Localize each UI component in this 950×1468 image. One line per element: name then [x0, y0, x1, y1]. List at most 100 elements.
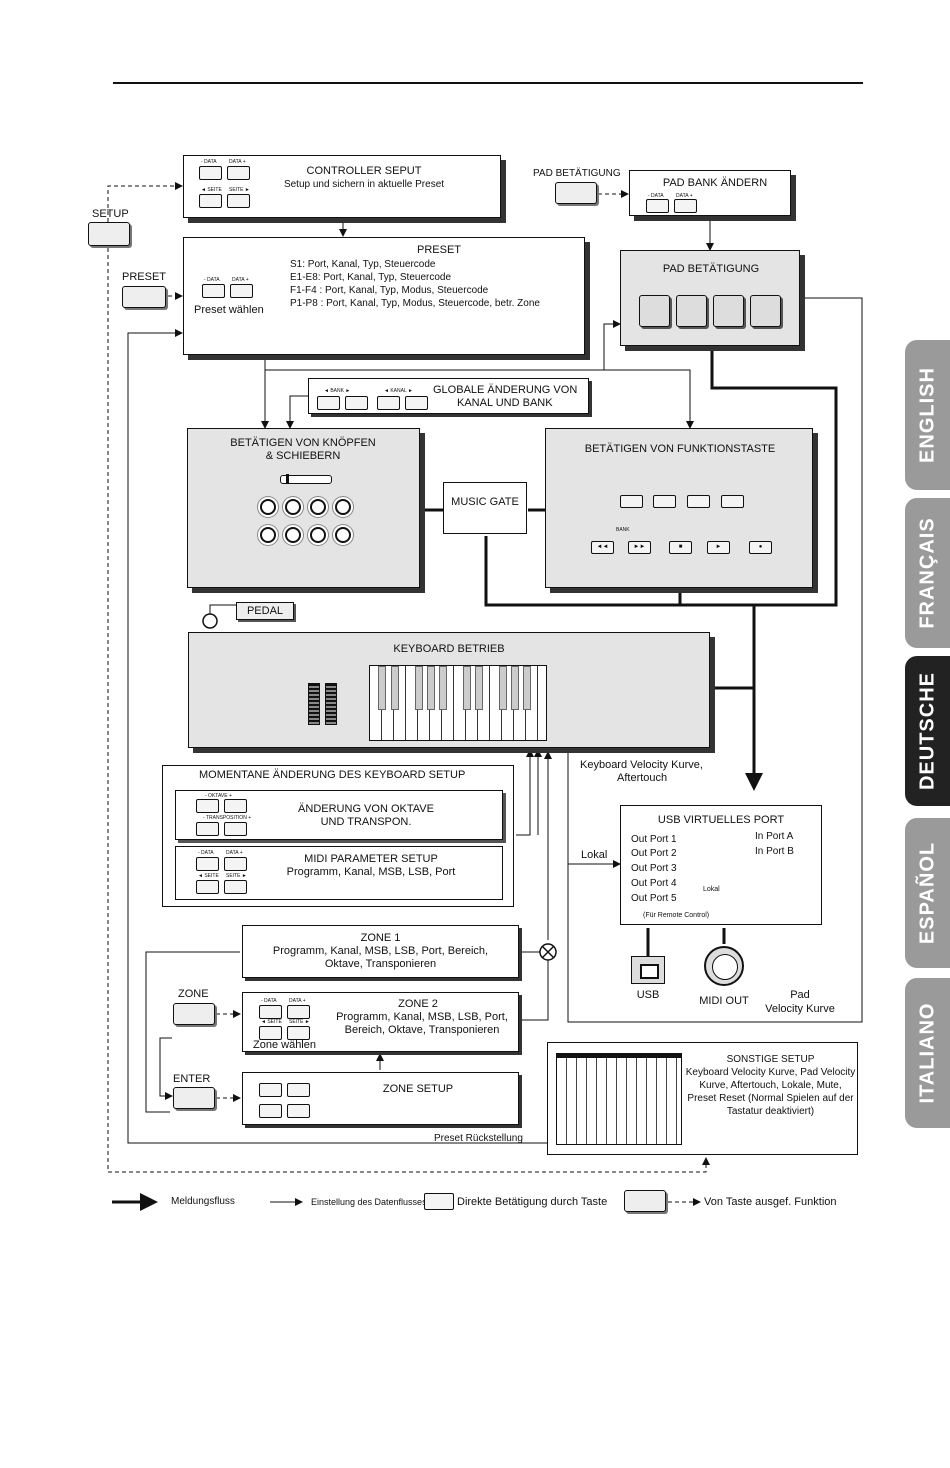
zone-button[interactable]	[173, 1003, 215, 1025]
midi-seite-left[interactable]: ◄ SEITE	[196, 873, 219, 894]
setup-label: SETUP	[92, 208, 129, 220]
preset-button[interactable]	[122, 286, 166, 308]
key-label: ◄ SEITE	[201, 187, 222, 193]
knob-7[interactable]	[310, 527, 326, 543]
keyboard-box: KEYBOARD BETRIEB	[188, 632, 710, 748]
function-key-1[interactable]	[620, 495, 643, 508]
seite-right-key[interactable]: SEITE ►	[227, 187, 250, 208]
key-label: DATA +	[676, 193, 693, 199]
pad-4[interactable]	[750, 295, 781, 327]
zone2-data-plus[interactable]: DATA +	[287, 998, 310, 1019]
bank-left-key[interactable]: ◄ BANK ►	[317, 388, 350, 410]
pad-box-title: PAD BETÄTIGUNG	[662, 263, 760, 275]
zone-label: ZONE	[178, 988, 209, 1000]
function-key-3[interactable]	[687, 495, 710, 508]
knob-8[interactable]	[335, 527, 351, 543]
controller-title: CONTROLLER SEPUT	[306, 165, 422, 177]
zone2-select-label: Zone wählen	[253, 1039, 316, 1051]
pad-velocity-line-1: Pad	[790, 989, 810, 1001]
kanal-right-key[interactable]	[405, 396, 428, 410]
forward-key[interactable]: ►►	[628, 541, 651, 554]
piano-keys[interactable]	[369, 665, 547, 741]
knob-4[interactable]	[335, 499, 351, 515]
knob-1[interactable]	[260, 499, 276, 515]
preset-data-plus[interactable]: DATA +	[230, 277, 253, 298]
data-minus-key[interactable]: - DATA	[199, 159, 222, 180]
key-label: - DATA	[204, 277, 220, 283]
pedal-box: PEDAL	[236, 602, 294, 620]
tab-deutsche[interactable]: DEUTSCHE	[905, 656, 950, 806]
zone-setup-key-4[interactable]	[287, 1104, 310, 1118]
pad-1[interactable]	[639, 295, 670, 327]
zone2-seite-right[interactable]: SEITE ►	[287, 1019, 310, 1040]
preset-line-3: F1-F4 : Port, Kanal, Typ, Modus, Steuerc…	[290, 285, 489, 296]
tab-espanol[interactable]: ESPAÑOL	[905, 818, 950, 968]
stop-key[interactable]: ■	[669, 541, 692, 554]
zone-setup-key-2[interactable]	[287, 1083, 310, 1097]
momentane-box: MOMENTANE ÄNDERUNG DES KEYBOARD SETUP - …	[162, 765, 514, 907]
knob-6[interactable]	[285, 527, 301, 543]
transpose-plus[interactable]	[224, 822, 247, 836]
bank-right-key[interactable]	[345, 396, 368, 410]
oktave-plus[interactable]	[224, 799, 247, 813]
key-label: - OKTAVE +	[205, 793, 232, 799]
out-port-4: Out Port 4	[631, 878, 677, 889]
knobs-box: BETÄTIGEN VON KNÖPFEN & SCHIEBERN	[187, 428, 420, 588]
legend-func: Von Taste ausgef. Funktion	[704, 1196, 837, 1208]
knob-5[interactable]	[260, 527, 276, 543]
pad-betatigung-button[interactable]	[555, 182, 597, 204]
bank-label: BANK	[616, 527, 630, 533]
midi-param-panel: - DATA DATA + ◄ SEITE SEITE ► MIDI PARAM…	[175, 846, 503, 900]
out-port-2: Out Port 2	[631, 848, 677, 859]
knob-2[interactable]	[285, 499, 301, 515]
midi-data-minus[interactable]: - DATA	[196, 850, 219, 871]
pad-2[interactable]	[676, 295, 707, 327]
mod-wheel[interactable]	[325, 683, 337, 725]
pad-velocity-line-2: Velocity Kurve	[765, 1003, 835, 1015]
slider-handle[interactable]	[286, 474, 289, 484]
pad-3[interactable]	[713, 295, 744, 327]
slider[interactable]	[280, 474, 332, 484]
function-key-2[interactable]	[653, 495, 676, 508]
setup-button[interactable]	[88, 222, 130, 246]
play-key[interactable]: ►	[707, 541, 730, 554]
enter-button[interactable]	[173, 1087, 215, 1109]
rewind-key[interactable]: ◄◄	[591, 541, 614, 554]
key-label: ◄ KANAL ►	[384, 388, 413, 394]
zone-setup-key-3[interactable]	[259, 1104, 282, 1118]
midi-data-plus[interactable]: DATA +	[224, 850, 247, 871]
pitch-wheel[interactable]	[308, 683, 320, 725]
oktave-line-1: ÄNDERUNG VON OKTAVE	[298, 803, 434, 815]
zone2-seite-left[interactable]: ◄ SEITE	[259, 1019, 282, 1040]
midi-sub: Programm, Kanal, MSB, LSB, Port	[286, 866, 456, 878]
kanal-left-key[interactable]: ◄ KANAL ►	[377, 388, 413, 410]
midi-seite-right[interactable]: SEITE ►	[224, 873, 247, 894]
oktave-minus[interactable]: - OKTAVE +	[196, 793, 232, 813]
pad-bank-data-minus[interactable]: - DATA	[646, 193, 669, 213]
zone2-data-minus[interactable]: - DATA	[259, 998, 282, 1019]
legend-flow: Meldungsfluss	[171, 1196, 235, 1207]
sonstige-keyboard-image	[556, 1053, 682, 1145]
pad-bank-data-plus[interactable]: DATA +	[674, 193, 697, 213]
tab-english[interactable]: ENGLISH	[905, 340, 950, 490]
knob-3[interactable]	[310, 499, 326, 515]
function-key-4[interactable]	[721, 495, 744, 508]
zone1-line-2: Oktave, Transponieren	[324, 958, 437, 970]
lokal-label: Lokal	[581, 849, 608, 861]
midi-title: MIDI PARAMETER SETUP	[304, 853, 438, 865]
transpose-minus[interactable]: - TRANSPOSITION +	[196, 815, 251, 836]
seite-left-key[interactable]: ◄ SEITE	[199, 187, 222, 208]
kb-velocity-line-1: Keyboard Velocity Kurve,	[580, 759, 703, 771]
usb-port-icon[interactable]	[631, 956, 665, 984]
usb-port-box: USB VIRTUELLES PORT Out Port 1 Out Port …	[620, 805, 822, 925]
preset-data-minus[interactable]: - DATA	[202, 277, 225, 298]
legend-direct-key	[424, 1193, 454, 1210]
record-key[interactable]: ●	[749, 541, 772, 554]
tab-francais[interactable]: FRANÇAIS	[905, 498, 950, 648]
midi-out-icon[interactable]	[704, 946, 744, 986]
tab-italiano[interactable]: ITALIANO	[905, 978, 950, 1128]
data-plus-key[interactable]: DATA +	[227, 159, 250, 180]
preset-title: PRESET	[416, 244, 461, 256]
zone-setup-key-1[interactable]	[259, 1083, 282, 1097]
funktion-box: BETÄTIGEN VON FUNKTIONSTASTE BANK ◄◄ ►► …	[545, 428, 813, 588]
